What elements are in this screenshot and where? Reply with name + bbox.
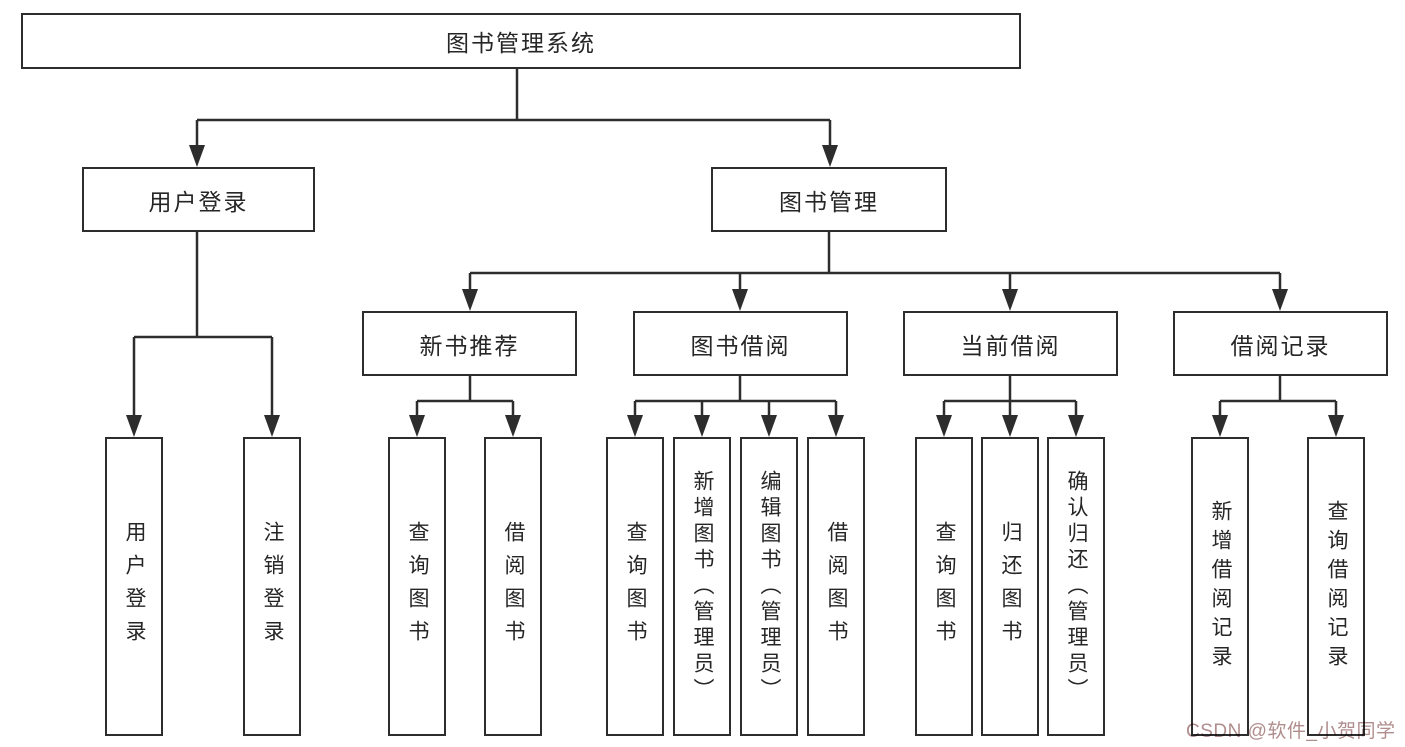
leaf-br-add-record: 新增借阅记录 [1191, 437, 1249, 736]
leaf-nbr-query-book-label: 查询图书 [406, 520, 429, 653]
leaf-logout: 注销登录 [243, 437, 301, 736]
node-current-borrow: 当前借阅 [903, 311, 1118, 376]
node-book-management: 图书管理 [711, 167, 947, 232]
node-user-login: 用户登录 [82, 167, 315, 232]
connector-new-book-children [409, 376, 521, 437]
leaf-user-login-label: 用户登录 [123, 520, 146, 653]
node-borrow-record-label: 借阅记录 [1230, 332, 1331, 359]
leaf-br-query-record: 查询借阅记录 [1307, 437, 1365, 736]
csdn-watermark: CSDN @软件_小贺同学 [1186, 721, 1396, 742]
leaf-nbr-borrow-book: 借阅图书 [484, 437, 542, 736]
node-book-borrow: 图书借阅 [633, 311, 848, 376]
leaf-bb-edit-book-admin-label: 编辑图书（管理员） [758, 469, 781, 704]
leaf-cb-query-book-label: 查询图书 [933, 520, 956, 653]
node-book-management-label: 图书管理 [779, 188, 879, 215]
leaf-logout-label: 注销登录 [261, 520, 284, 653]
leaf-nbr-query-book: 查询图书 [388, 437, 446, 736]
node-book-borrow-label: 图书借阅 [690, 332, 791, 359]
node-root-label: 图书管理系统 [446, 30, 596, 56]
leaf-br-query-record-label: 查询借阅记录 [1325, 499, 1348, 674]
leaf-cb-return-book: 归还图书 [981, 437, 1039, 736]
connector-root-to-level2 [189, 68, 838, 167]
node-user-login-label: 用户登录 [148, 188, 249, 215]
node-current-borrow-label: 当前借阅 [960, 332, 1061, 359]
connector-book-mgmt-children [462, 232, 1288, 311]
leaf-cb-query-book: 查询图书 [915, 437, 973, 736]
connector-book-borrow-children [627, 376, 844, 437]
leaf-nbr-borrow-book-label: 借阅图书 [502, 520, 525, 653]
leaf-bb-query-book: 查询图书 [606, 437, 664, 736]
node-new-book-recommend-label: 新书推荐 [419, 332, 520, 359]
connector-user-login-children [126, 232, 280, 437]
connector-current-borrow-children [936, 376, 1084, 437]
leaf-br-add-record-label: 新增借阅记录 [1209, 499, 1232, 674]
node-borrow-record: 借阅记录 [1173, 311, 1388, 376]
node-root-system: 图书管理系统 [21, 13, 1021, 69]
leaf-bb-add-book-admin-label: 新增图书（管理员） [691, 469, 714, 704]
node-new-book-recommend: 新书推荐 [362, 311, 577, 376]
leaf-bb-add-book-admin: 新增图书（管理员） [673, 437, 731, 736]
leaf-bb-query-book-label: 查询图书 [624, 520, 647, 653]
leaf-user-login: 用户登录 [105, 437, 163, 736]
leaf-cb-return-book-label: 归还图书 [999, 520, 1022, 653]
leaf-cb-confirm-return-admin: 确认归还（管理员） [1047, 437, 1105, 736]
leaf-bb-edit-book-admin: 编辑图书（管理员） [740, 437, 798, 736]
connector-borrow-record-children [1212, 376, 1344, 437]
leaf-cb-confirm-return-admin-label: 确认归还（管理员） [1065, 469, 1088, 704]
leaf-bb-borrow-book: 借阅图书 [807, 437, 865, 736]
leaf-bb-borrow-book-label: 借阅图书 [825, 520, 848, 653]
